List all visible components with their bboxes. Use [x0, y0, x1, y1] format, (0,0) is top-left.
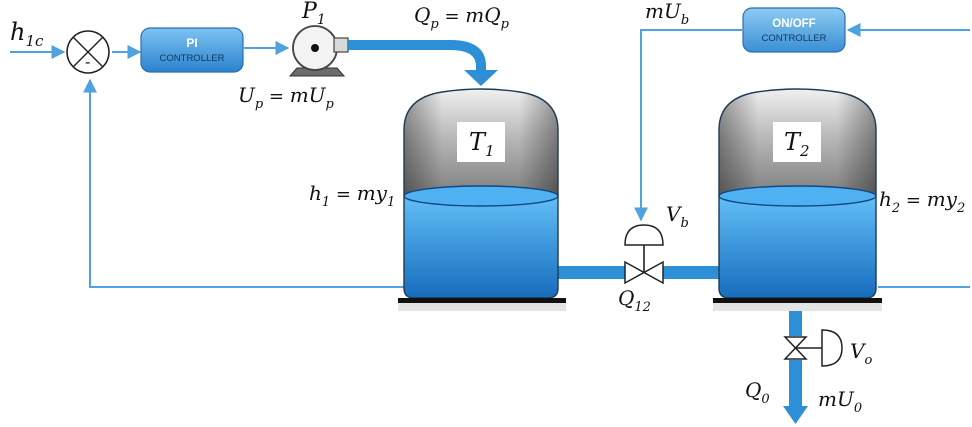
valve-vb-flow-label: Q12: [618, 286, 651, 315]
sum-minus-sign: -: [85, 52, 90, 71]
onoff-signal-label: mUb: [645, 0, 689, 28]
onoff-output-line: [634, 29, 742, 222]
valve-vo-signal-label: mU0: [818, 387, 862, 416]
tank2-name-label: T2: [784, 128, 810, 160]
pi-controller-subtitle: CONTROLLER: [160, 53, 225, 64]
pump-signal-label: Up = mUp: [238, 83, 335, 112]
feedback-signal-line: [83, 78, 404, 288]
valve-vb-name-label: Vb: [666, 202, 689, 231]
tank2-level-label: h2 = my2: [879, 187, 965, 216]
tank2-outlet-pipe: [783, 298, 808, 424]
pi-controller: PI CONTROLLER: [140, 27, 244, 73]
valve-vo-name-label: Vo: [850, 339, 872, 368]
pump-flow-label: Qp = mQp: [414, 3, 510, 32]
setpoint-label: h1c: [10, 18, 44, 50]
valve-vb: [624, 224, 664, 285]
pi-controller-title: PI: [186, 36, 197, 50]
summing-junction: -: [66, 30, 110, 74]
signal-lines: [10, 23, 970, 288]
tank1-name-label: T1: [469, 128, 495, 160]
valve-vo: [783, 329, 843, 367]
onoff-controller: ON/OFF CONTROLLER: [742, 7, 846, 53]
pump-p1: [288, 25, 349, 77]
onoff-controller-subtitle: CONTROLLER: [762, 33, 827, 44]
valve-vo-flow-label: Q0: [745, 378, 770, 407]
tank1-level-label: h1 = my1: [309, 181, 395, 210]
tank-t1: [398, 88, 566, 311]
pump-outlet-pipe: [348, 40, 498, 86]
pump-name-label: P1: [301, 0, 326, 28]
onoff-controller-title: ON/OFF: [772, 18, 815, 30]
tank-t2: [713, 88, 882, 311]
